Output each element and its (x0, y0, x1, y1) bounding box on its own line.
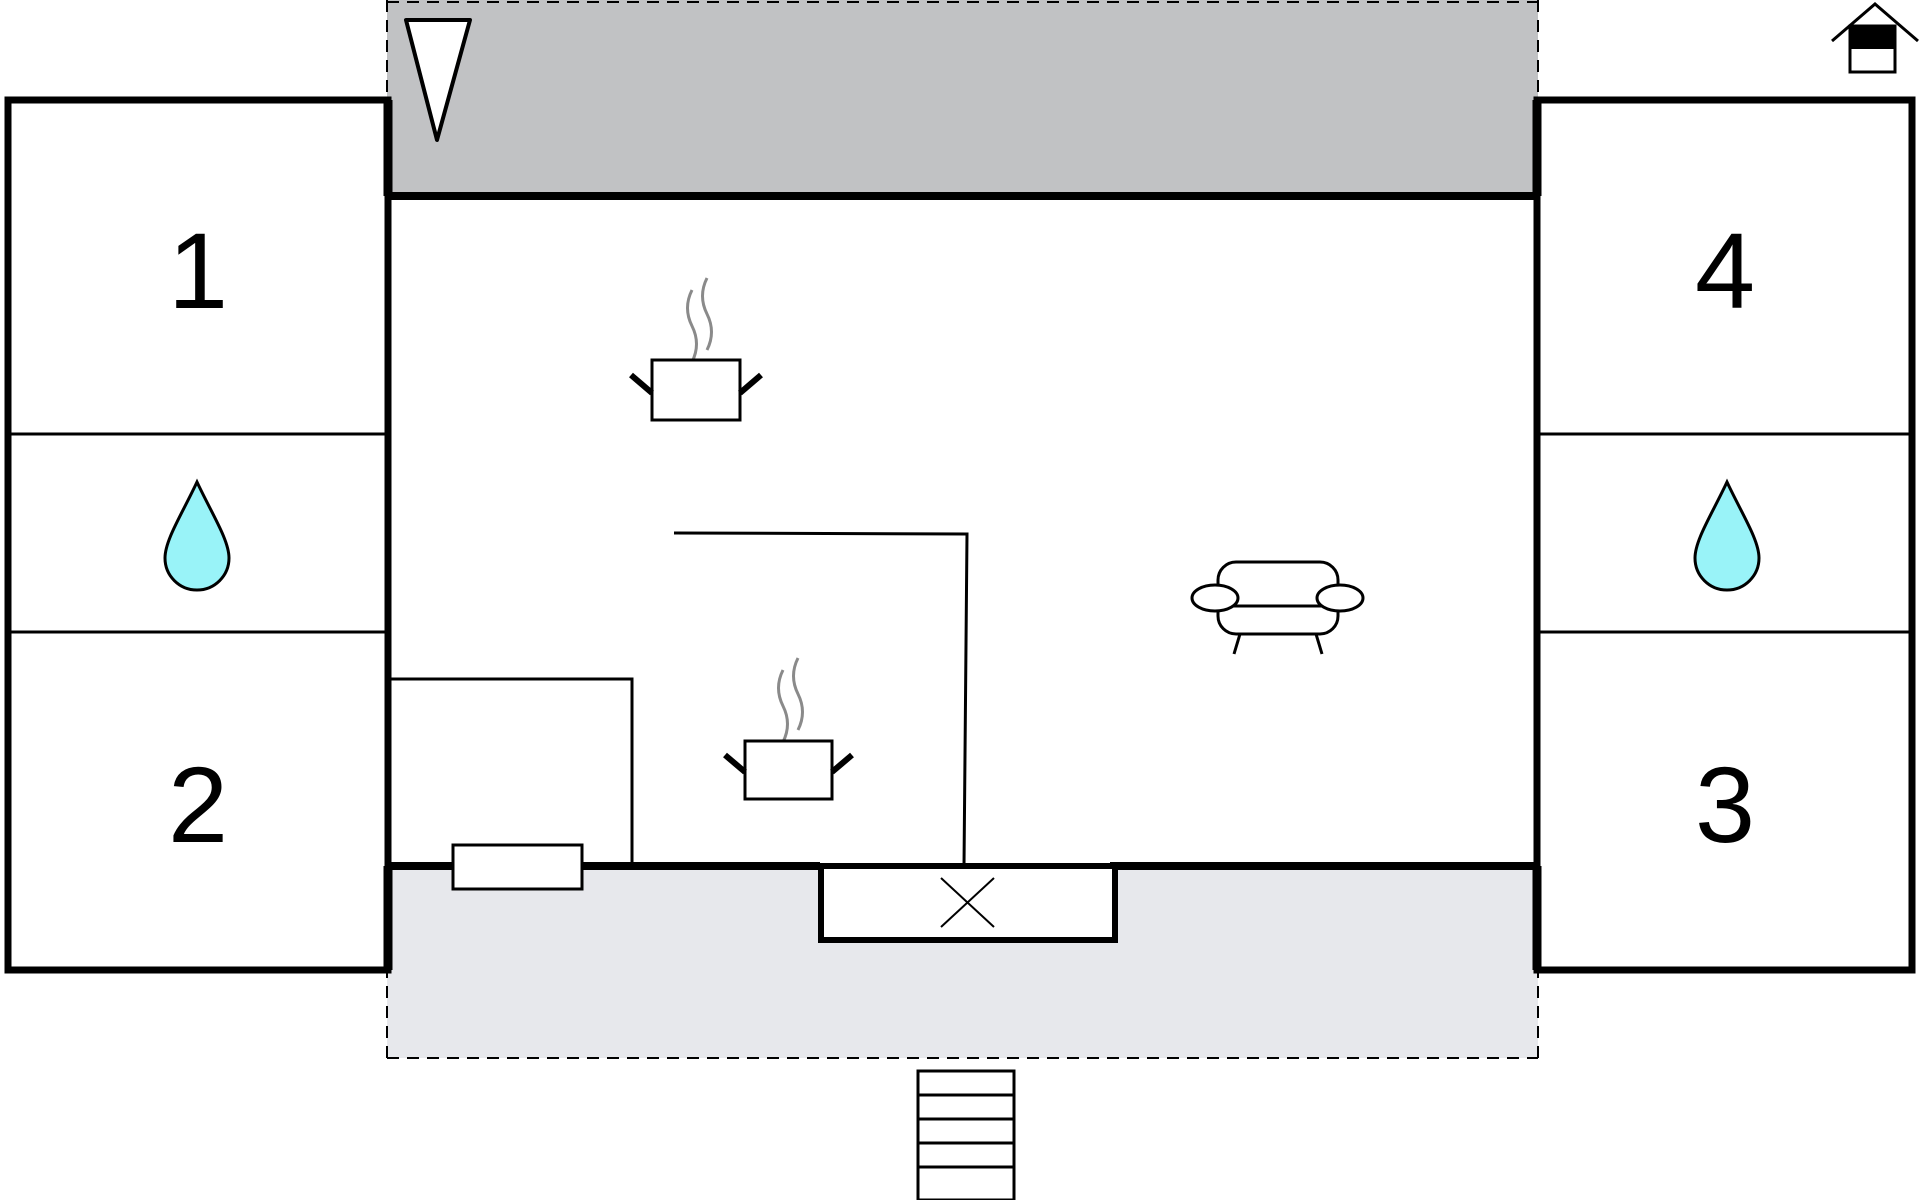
room-number-1: 1 (168, 210, 228, 331)
room-number-3: 3 (1695, 744, 1755, 865)
room-number-4: 4 (1695, 210, 1755, 331)
water-drop-icon (1693, 478, 1761, 592)
cooking-pot-icon (629, 277, 763, 422)
north-arrow-icon (404, 18, 472, 142)
room-number-2: 2 (168, 744, 228, 865)
fireplace-icon (818, 863, 1118, 943)
house-level-icon (1831, 2, 1919, 74)
water-drop-icon (163, 478, 231, 592)
stairs-icon (916, 1069, 1016, 1200)
top-terrace (386, 0, 1539, 196)
main-living-area (389, 196, 1536, 866)
sofa-icon (1190, 560, 1365, 655)
cooking-pot-icon (723, 657, 854, 801)
radiator (451, 843, 584, 891)
interior-walls (389, 531, 969, 867)
